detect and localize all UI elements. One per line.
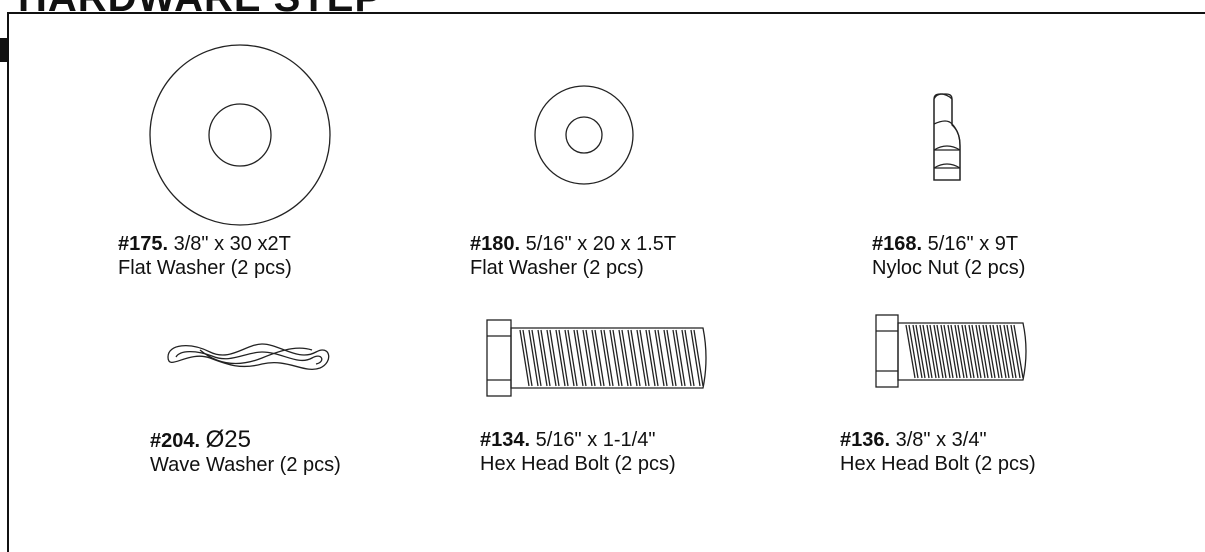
- part-caption-180: #180. 5/16" x 20 x 1.5T Flat Washer (2 p…: [470, 232, 676, 280]
- part-caption-204: #204. Ø25 Wave Washer (2 pcs): [150, 428, 341, 477]
- part-caption-168: #168. 5/16" x 9T Nyloc Nut (2 pcs): [872, 232, 1025, 280]
- part-number: #180.: [470, 233, 521, 255]
- part-spec: 5/16" x 1-1/4": [535, 429, 656, 451]
- part-caption-136: #136. 3/8" x 3/4" Hex Head Bolt (2 pcs): [840, 428, 1036, 476]
- part-number: #168.: [872, 233, 923, 255]
- part-spec: 5/16" x 9T: [927, 233, 1019, 255]
- part-number: #136.: [840, 429, 891, 451]
- part-caption-134: #134. 5/16" x 1-1/4" Hex Head Bolt (2 pc…: [480, 428, 676, 476]
- part-name: Nyloc Nut (2 pcs): [872, 257, 1026, 279]
- part-spec: 3/8" x 30 x2T: [173, 233, 291, 255]
- flat-washer-small-icon: [534, 85, 634, 185]
- part-caption-175: #175. 3/8" x 30 x2T Flat Washer (2 pcs): [118, 232, 292, 280]
- part-name: Flat Washer (2 pcs): [470, 257, 644, 279]
- part-name: Flat Washer (2 pcs): [118, 257, 292, 279]
- hex-head-bolt-long-icon: [486, 319, 707, 397]
- part-number: #175.: [118, 233, 169, 255]
- part-spec: 3/8" x 3/4": [895, 429, 987, 451]
- part-number: #204.: [150, 430, 201, 452]
- part-spec: Ø25: [205, 426, 251, 453]
- hex-head-bolt-short-icon: [875, 314, 1027, 388]
- content-frame: [7, 12, 1205, 552]
- part-number: #134.: [480, 429, 531, 451]
- wave-washer-icon: [167, 343, 330, 370]
- part-name: Hex Head Bolt (2 pcs): [840, 453, 1036, 475]
- nyloc-nut-icon: [933, 93, 961, 181]
- flat-washer-large-icon: [149, 44, 331, 226]
- frame-tab-marker: [0, 38, 7, 62]
- part-name: Hex Head Bolt (2 pcs): [480, 453, 676, 475]
- part-spec: 5/16" x 20 x 1.5T: [525, 233, 677, 255]
- part-name: Wave Washer (2 pcs): [150, 454, 341, 476]
